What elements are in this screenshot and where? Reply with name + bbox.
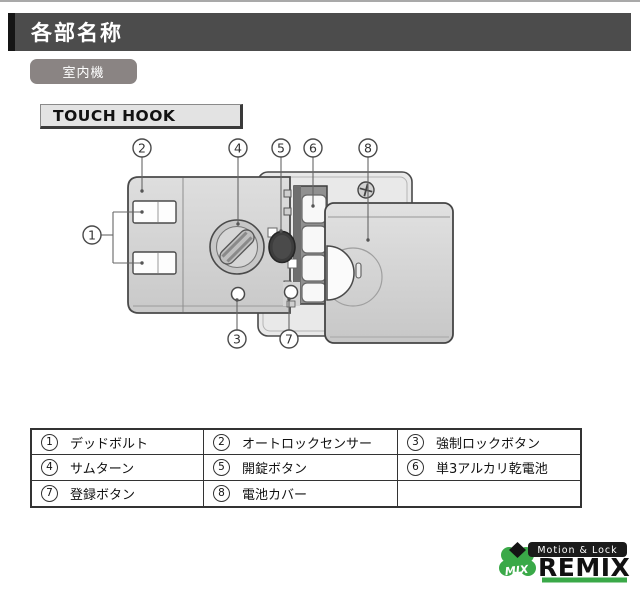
logo-tagline: Motion & Lock (537, 545, 617, 556)
callout-2: 2 (132, 138, 152, 158)
thumbturn (209, 219, 265, 275)
battery-cover (324, 202, 454, 344)
part-number: 4 (41, 458, 58, 476)
screw-icon (357, 181, 375, 199)
register-button (283, 284, 299, 308)
page-title: 各部名称 (31, 21, 123, 45)
part-label: 強制ロックボタン (436, 436, 541, 452)
callout-6-number: 6 (309, 141, 317, 156)
product-label-box: TOUCH HOOK (40, 104, 243, 129)
parts-table: 1 デッドボルト 2 オートロックセンサー 3 強制ロックボタン 4 サムターン… (30, 428, 582, 508)
part-number: 2 (213, 433, 230, 451)
callout-4-number: 4 (234, 141, 242, 156)
diamond-icon (509, 542, 526, 558)
part-number: 1 (41, 433, 58, 451)
part-number: 5 (213, 458, 230, 476)
callout-1-number: 1 (88, 228, 96, 243)
part-label: 電池カバー (242, 487, 308, 503)
callout-2-number: 2 (138, 141, 146, 156)
part-number: 7 (41, 484, 58, 502)
part-label: 単3アルカリ乾電池 (436, 461, 548, 477)
page-top-border (0, 0, 640, 2)
callout-7-number: 7 (285, 332, 293, 347)
table-cell: 7 登録ボタン (32, 480, 204, 506)
callout-3-number: 3 (233, 332, 241, 347)
part-number: 8 (213, 484, 230, 502)
leader-dots (140, 189, 370, 302)
table-cell: 6 単3アルカリ乾電池 (398, 455, 582, 481)
logo-underline (542, 577, 627, 583)
unlock-button (268, 230, 296, 264)
logo-tagline-pill (528, 542, 627, 557)
part-label: デッドボルト (70, 436, 149, 452)
callout-6: 6 (303, 138, 323, 158)
callout-4: 4 (228, 138, 248, 158)
callout-7: 7 (279, 329, 299, 349)
part-label: 開錠ボタン (242, 461, 308, 477)
table-cell: 1 デッドボルト (32, 430, 204, 456)
callout-1: 1 (82, 225, 102, 245)
table-cell: 4 サムターン (32, 455, 204, 481)
unit-badge: 室内機 (30, 59, 137, 84)
remix-logo-icon: MIX (499, 542, 536, 578)
part-number: 6 (407, 458, 424, 476)
table-cell: 3 強制ロックボタン (398, 430, 582, 456)
table-cell: 8 電池カバー (204, 480, 398, 506)
callout-5: 5 (271, 138, 291, 158)
battery (301, 194, 327, 303)
logo-brand: REMIX (538, 553, 630, 582)
table-cell (398, 481, 582, 506)
part-number: 3 (407, 433, 424, 451)
part-label: 登録ボタン (70, 487, 136, 503)
callout-8-number: 8 (364, 141, 372, 156)
leader-lines (101, 157, 369, 330)
device-body (127, 176, 291, 314)
table-cell: 5 開錠ボタン (204, 455, 398, 481)
table-cell: 2 オートロックセンサー (204, 430, 398, 456)
part-label: オートロックセンサー (242, 436, 373, 452)
part-label: サムターン (70, 461, 135, 477)
force-lock-button (230, 286, 246, 302)
product-label: TOUCH HOOK (53, 106, 176, 125)
callout-8: 8 (358, 138, 378, 158)
callout-5-number: 5 (277, 141, 285, 156)
logo-icon-text: MIX (504, 563, 529, 578)
callout-3: 3 (227, 329, 247, 349)
header-bar: 各部名称 (8, 13, 631, 51)
unit-badge-label: 室内機 (62, 66, 105, 81)
remix-logo: MIX Motion & Lock REMIX (496, 539, 630, 585)
